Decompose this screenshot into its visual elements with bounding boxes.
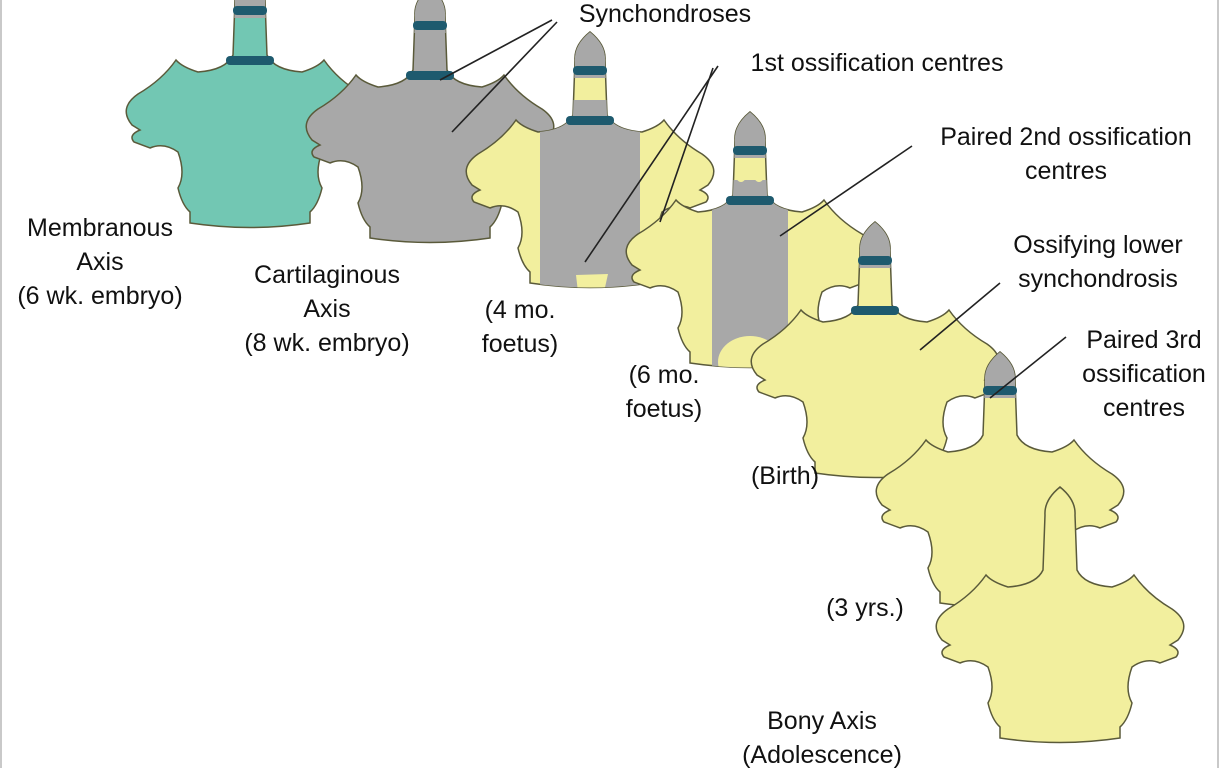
- vertebra-cartilaginous: [305, 0, 555, 244]
- callout-paired-third: Paired 3rd ossification centres: [1070, 323, 1218, 425]
- paired-second-leader: [779, 145, 913, 237]
- upper-synchondrosis-band: [858, 256, 892, 265]
- upper-synchondrosis-band: [413, 21, 447, 30]
- upper-synchondrosis-band: [233, 6, 267, 15]
- callout-first-ossification-line1: 1st ossification centres: [750, 49, 1004, 77]
- upper-synchondrosis-band: [573, 66, 607, 75]
- stage-label-cartilaginous-line3: (8 wk. embryo): [244, 329, 410, 357]
- stage-label-bony-line2: (Adolescence): [742, 741, 902, 769]
- callout-paired-second-line2: centres: [1025, 157, 1107, 185]
- stage-label-6mo-line1: (6 mo.: [628, 361, 700, 389]
- vertebra-birth: [750, 221, 1000, 479]
- stage-label-cartilaginous: Cartilaginous Axis (8 wk. embryo): [214, 258, 440, 360]
- callout-paired-second-line1: Paired 2nd ossification: [940, 123, 1192, 151]
- vertebra-membranous: [125, 0, 375, 229]
- lower-synchondrosis-band: [566, 116, 614, 125]
- stage-label-membranous-line1: Membranous: [27, 214, 173, 242]
- stage-label-3yrs: (3 yrs.): [805, 591, 925, 625]
- callout-paired-third-line1: Paired 3rd: [1086, 326, 1202, 354]
- callout-synchondroses: Synchondroses: [560, 0, 770, 31]
- lower-synchondrosis-band: [851, 306, 899, 315]
- stage-label-membranous-line2: Axis: [76, 248, 124, 276]
- paired-third-leader: [989, 336, 1067, 399]
- stage-label-membranous: Membranous Axis (6 wk. embryo): [0, 211, 200, 313]
- stage-label-bony-line1: Bony Axis: [767, 707, 877, 735]
- cartilage-region: [712, 180, 788, 368]
- first-ossification-centre: [576, 274, 608, 288]
- callout-ossifying-lower-line2: synchondrosis: [1018, 265, 1178, 293]
- stage-label-birth-line1: (Birth): [750, 462, 820, 490]
- stage-label-3yrs-line1: (3 yrs.): [826, 594, 904, 622]
- callout-paired-third-line2: ossification: [1082, 360, 1206, 388]
- stage-label-membranous-line3: (6 wk. embryo): [17, 282, 183, 310]
- ossifying-lower-leader: [919, 282, 1001, 351]
- synchondroses-leader-upper: [439, 19, 553, 81]
- stage-label-4mo-line2: foetus): [481, 330, 559, 358]
- stage-label-bony: Bony Axis (Adolescence): [722, 704, 922, 772]
- stage-label-cartilaginous-line1: Cartilaginous: [254, 261, 400, 289]
- stage-label-birth: (Birth): [730, 459, 840, 493]
- lower-synchondrosis-band: [726, 196, 774, 205]
- callout-synchondroses-line1: Synchondroses: [578, 0, 752, 28]
- left-frame-line: [0, 0, 2, 768]
- callout-ossifying-lower-line1: Ossifying lower: [1013, 231, 1183, 259]
- right-frame-line: [1217, 0, 1219, 768]
- vertebra-4mo: [465, 31, 715, 289]
- stage-label-cartilaginous-line2: Axis: [303, 295, 351, 323]
- stage-label-4mo-line1: (4 mo.: [484, 296, 556, 324]
- callout-first-ossification: 1st ossification centres: [722, 46, 1032, 80]
- lower-synchondrosis-band: [226, 56, 274, 65]
- lower-synchondrosis-band: [406, 71, 454, 80]
- callout-paired-second: Paired 2nd ossification centres: [916, 120, 1216, 188]
- cartilage-region: [540, 100, 640, 288]
- paired-second-ossification-centre: [753, 162, 765, 182]
- first-ossification-leader-b: [659, 67, 714, 223]
- first-ossification-leader-a: [584, 65, 719, 263]
- callout-ossifying-lower: Ossifying lower synchondrosis: [996, 228, 1200, 296]
- stage-label-6mo: (6 mo. foetus): [604, 358, 724, 426]
- callout-paired-third-line3: centres: [1103, 394, 1185, 422]
- paired-second-ossification-centre: [735, 162, 747, 182]
- stage-label-6mo-line2: foetus): [625, 395, 703, 423]
- vertebra-6mo: [625, 111, 875, 369]
- synchondroses-leader-lower: [451, 21, 558, 133]
- upper-synchondrosis-band: [733, 146, 767, 155]
- stage-label-4mo: (4 mo. foetus): [460, 293, 580, 361]
